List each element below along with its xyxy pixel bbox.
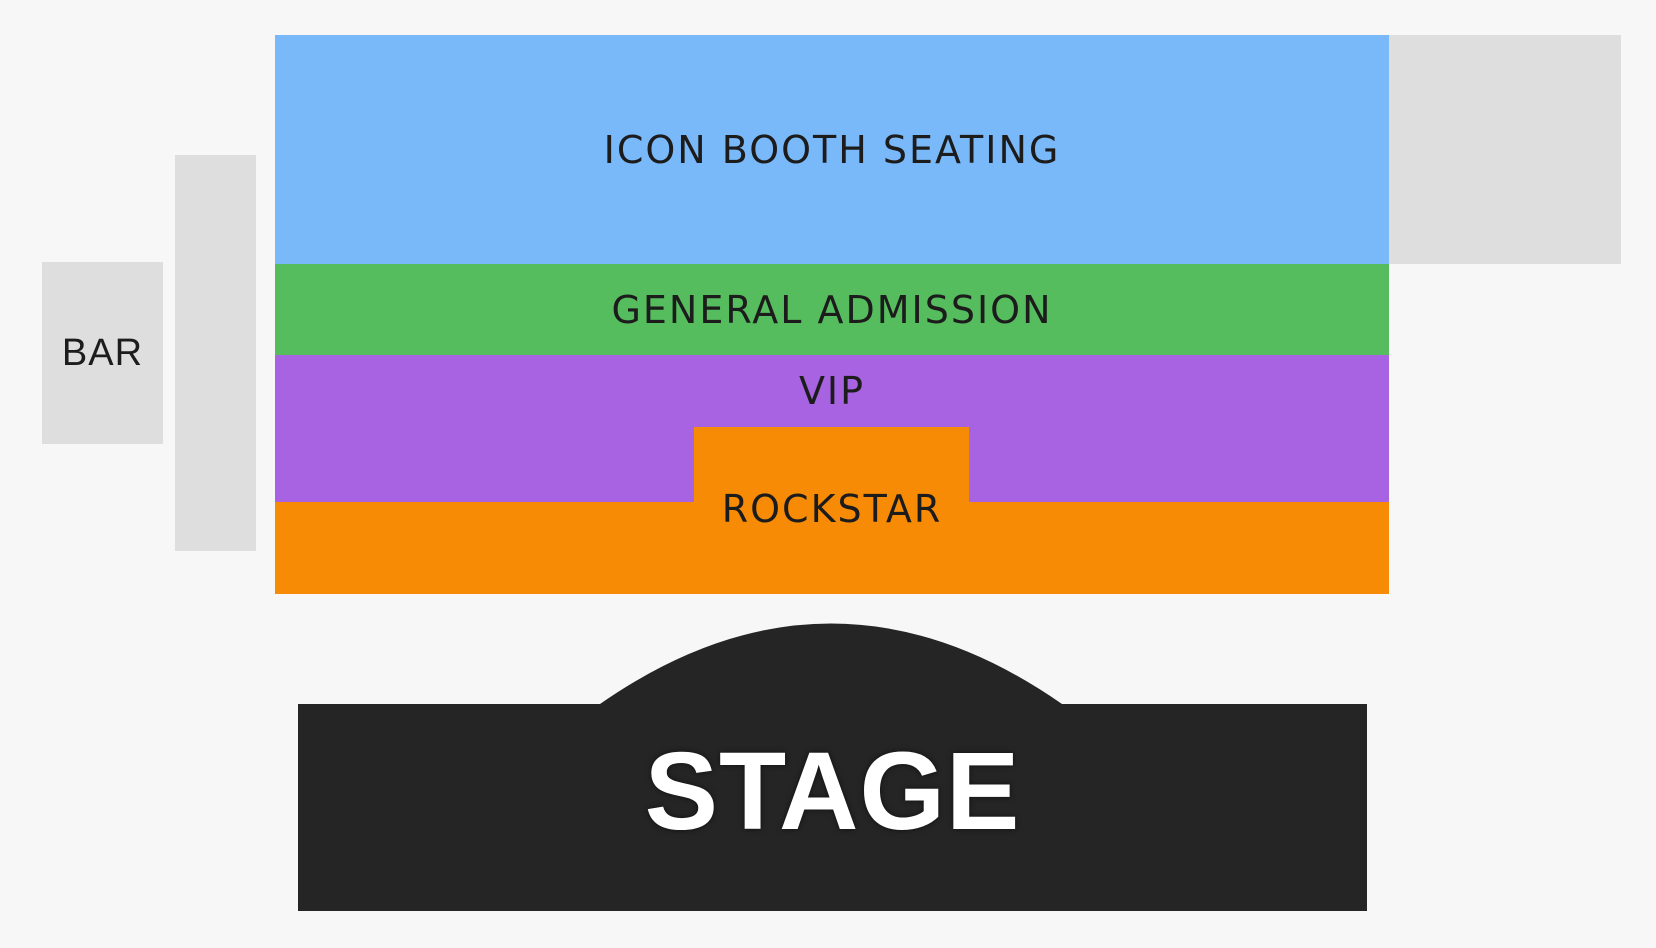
section-general-admission[interactable]: GENERAL ADMISSION xyxy=(275,264,1389,355)
stage-label: STAGE xyxy=(644,730,1021,853)
side-area-left-column xyxy=(175,155,256,551)
rockstar-label: ROCKSTAR xyxy=(721,487,943,531)
stage: STAGE xyxy=(298,623,1367,911)
vip-label: VIP xyxy=(798,369,866,413)
rockstar-band xyxy=(275,502,1389,594)
rockstar-notch xyxy=(694,427,969,502)
section-icon-booth-seating[interactable]: ICON BOOTH SEATING xyxy=(275,35,1389,264)
general-admission-label: GENERAL ADMISSION xyxy=(611,287,1053,332)
section-rockstar[interactable]: ROCKSTAR xyxy=(275,427,1389,594)
bar-label: BAR xyxy=(61,331,144,374)
icon-booth-seating-label: ICON BOOTH SEATING xyxy=(603,127,1061,172)
stage-shape xyxy=(298,623,1367,911)
side-area-right xyxy=(1389,35,1621,264)
bar-area[interactable]: BAR xyxy=(42,262,163,444)
